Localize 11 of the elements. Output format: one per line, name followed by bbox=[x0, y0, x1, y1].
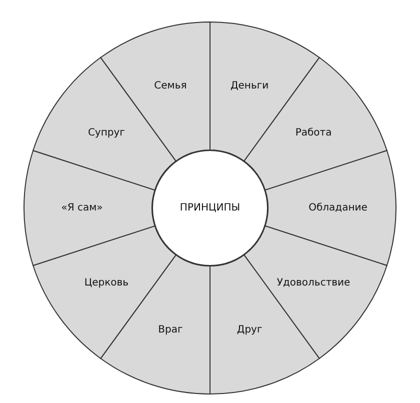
segment-label: Работа bbox=[295, 127, 332, 138]
segment-label: Обладание bbox=[308, 202, 368, 214]
segment-label: Друг bbox=[236, 324, 262, 336]
segment-label: Враг bbox=[158, 324, 183, 336]
center-label: ПРИНЦИПЫ bbox=[180, 202, 240, 214]
segment-label: Супруг bbox=[88, 127, 125, 138]
segment-label: Семья bbox=[154, 80, 187, 92]
segment-label: Удовольствие bbox=[276, 278, 350, 289]
segment-label: «Я сам» bbox=[61, 202, 103, 214]
segment-label: Церковь bbox=[84, 278, 129, 289]
segment-label: Деньги bbox=[230, 80, 269, 92]
